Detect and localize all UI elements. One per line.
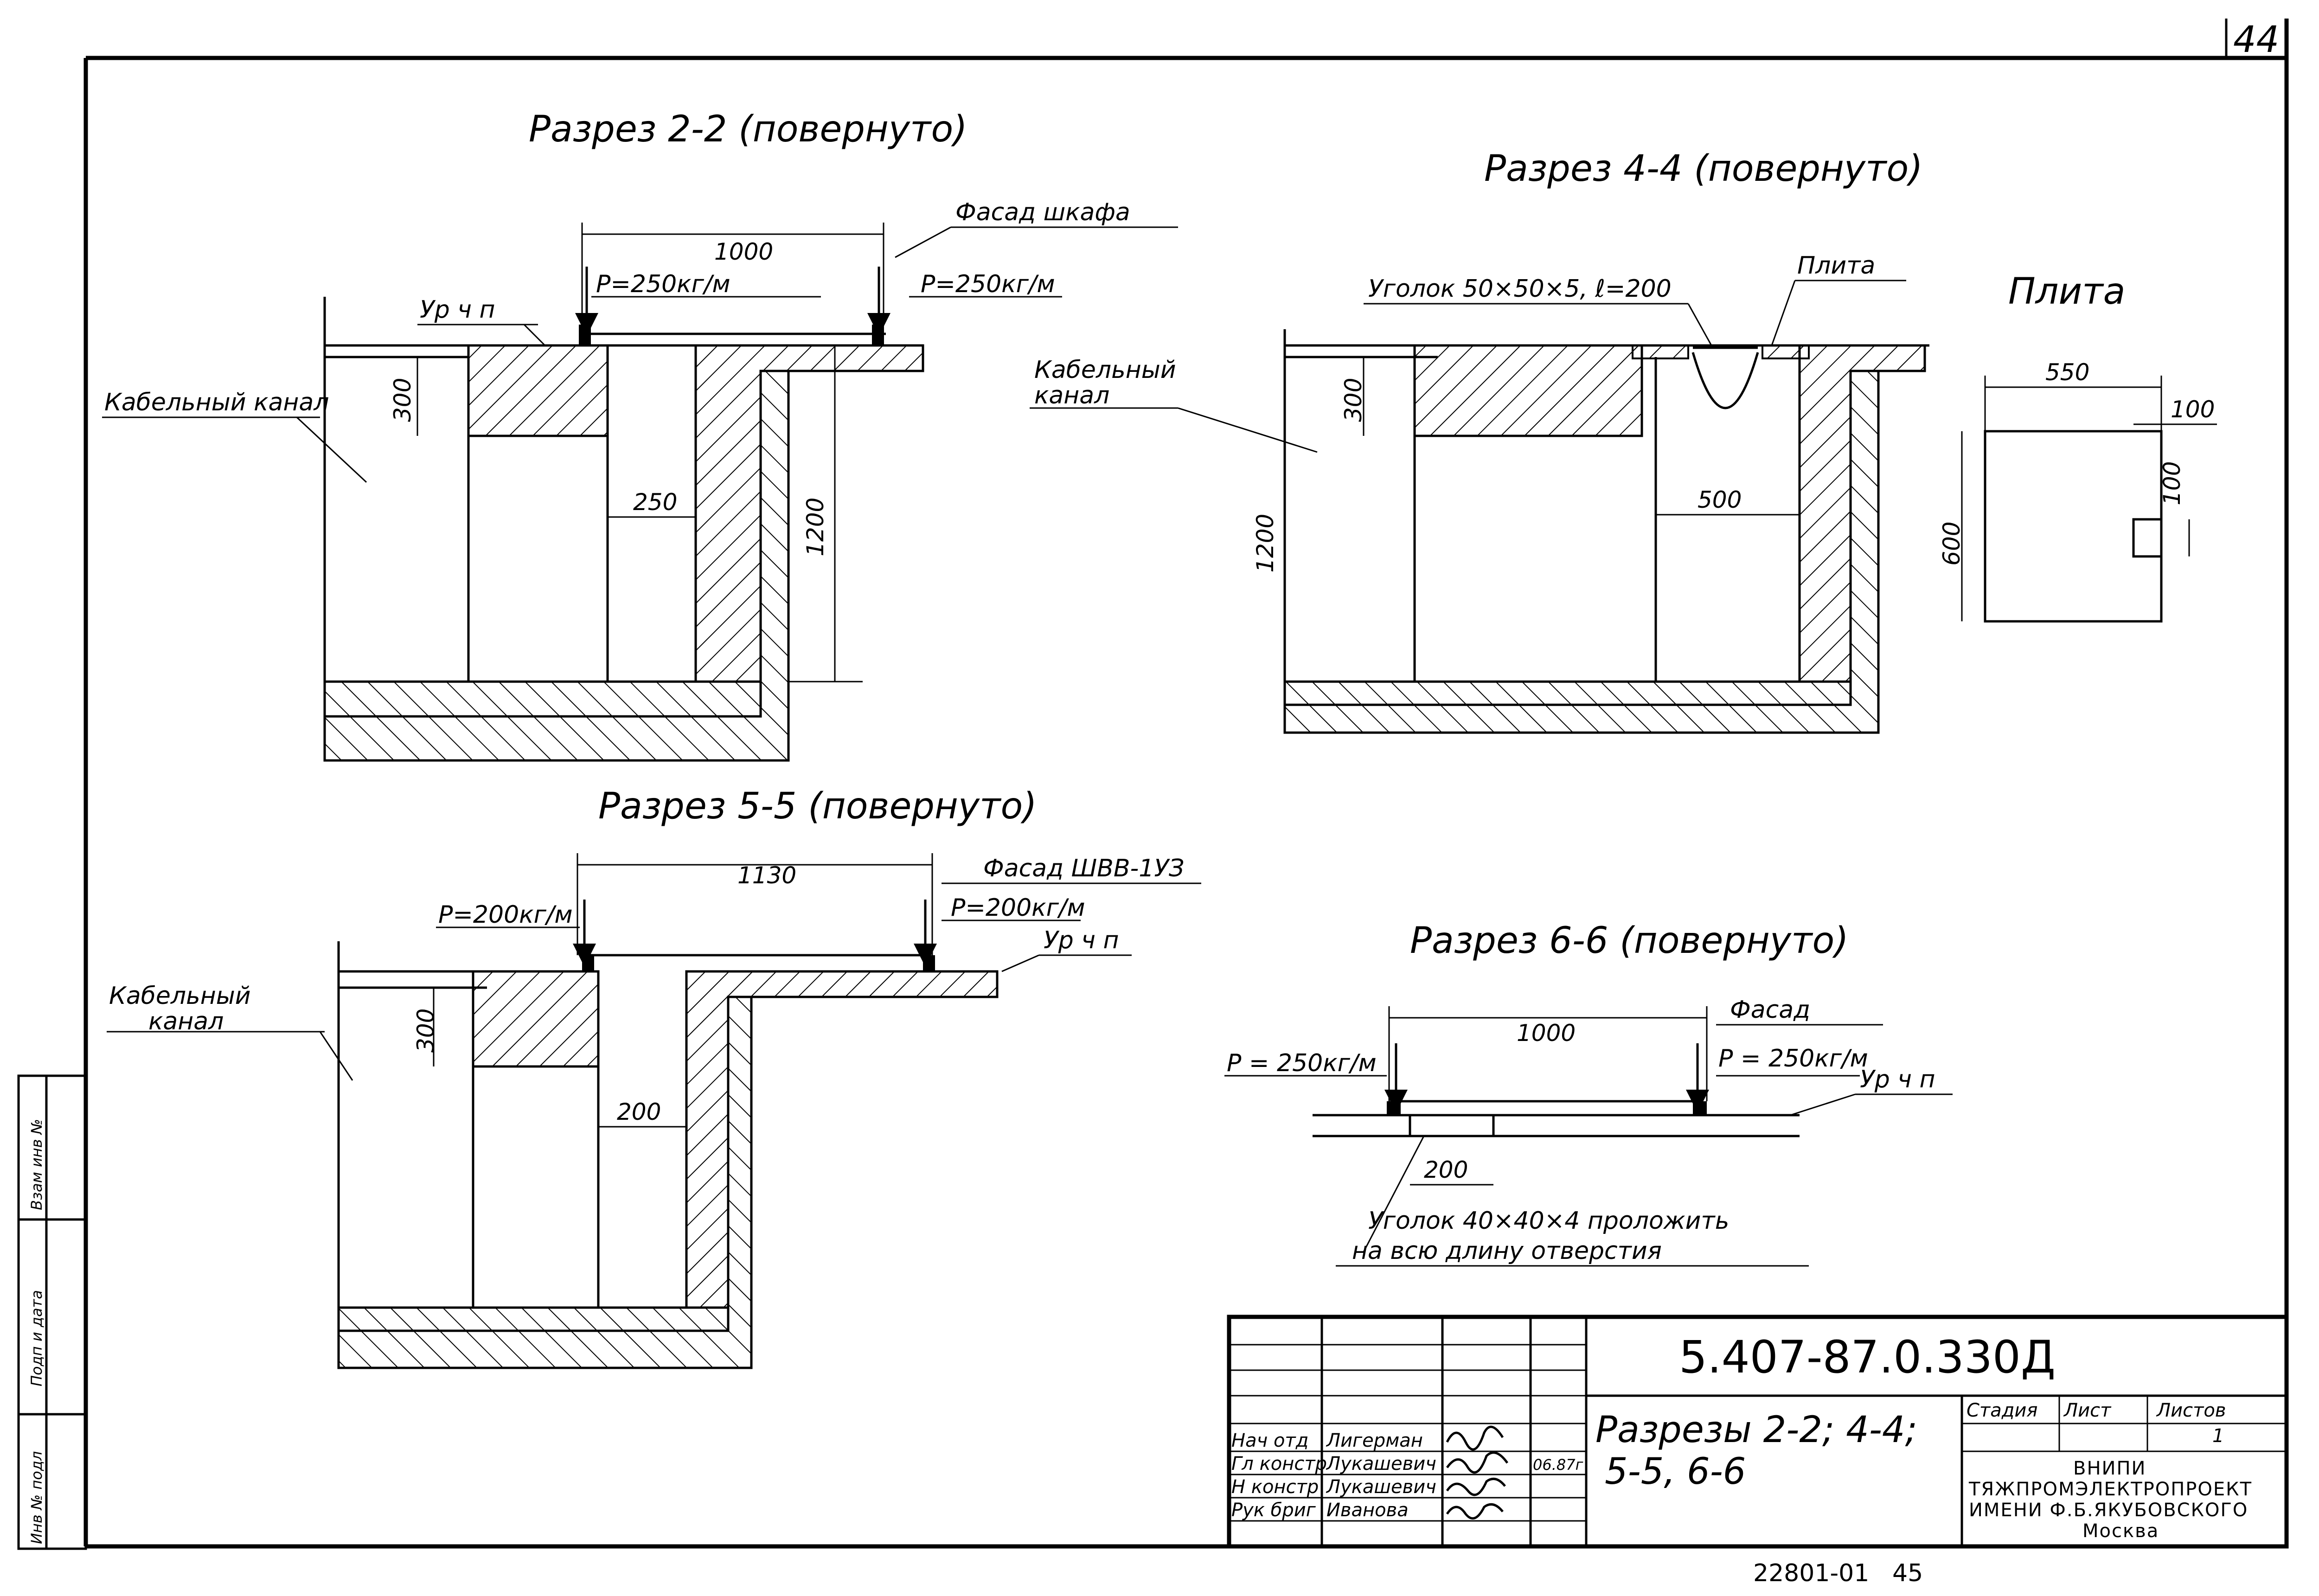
person-3-role: Н констр [1231, 1476, 1319, 1498]
sheet-number: 44 [2233, 19, 2279, 61]
drawing-code: 5.407-87.0.330Д [1679, 1331, 2056, 1383]
sheets-count: 1 [2212, 1425, 2224, 1447]
dim-250: 250 [633, 489, 677, 516]
facade-label: Фасад [1730, 996, 1810, 1024]
dim-300: 300 [412, 1009, 439, 1053]
dim-100-side: 100 [2159, 461, 2185, 505]
load-left-label: P=250кг/м [596, 270, 730, 298]
side-field-2: Подп и дата [28, 1290, 45, 1386]
dim-500: 500 [1698, 486, 1742, 513]
org-line1: ВНИПИ [2073, 1458, 2146, 1479]
side-stamp: Взам инв № Подп и дата Инв № подл [17, 1074, 87, 1550]
section-5-5: Разрез 5-5 (повернуто) 1130 P=200кг/м P=… [107, 785, 1201, 1369]
load-left-label: P=200кг/м [438, 901, 573, 929]
footer-inventory: 22801-01 [1753, 1559, 1869, 1587]
note-line2: на всю длину отверстия [1352, 1237, 1662, 1265]
load-left-label: P = 250кг/м [1227, 1049, 1377, 1077]
person-2-date: 06.87г [1533, 1456, 1583, 1474]
dim-200: 200 [1424, 1156, 1468, 1183]
facade-label: Фасад шкафа [955, 198, 1130, 226]
org-line2: ТЯЖПРОМЭЛЕКТРОПРОЕКТ [1968, 1479, 2252, 1500]
section-4-4: Разрез 4-4 (повернуто) Уголок 50×50×5, ℓ… [1030, 148, 1929, 734]
signature-3 [1446, 1477, 1506, 1496]
dim-100-top: 100 [2171, 396, 2215, 423]
person-4-role: Рук бриг [1231, 1500, 1316, 1521]
section-2-2: Разрез 2-2 (повернуто) 1000 P=250кг/м P=… [102, 109, 1178, 762]
section-2-2-title: Разрез 2-2 (повернуто) [529, 109, 967, 150]
description-line1: Разрезы 2-2; 4-4; [1595, 1409, 1917, 1451]
title-block: 5.407-87.0.330Д Разрезы 2-2; 4-4; 5-5, 6… [1227, 1315, 2289, 1549]
plate-label: Плита [1797, 252, 1875, 280]
angle-note: Уголок 50×50×5, ℓ=200 [1368, 275, 1672, 303]
channel-label-line1: Кабельный [109, 982, 251, 1010]
col-sheet: Лист [2063, 1400, 2112, 1421]
signature-2 [1446, 1451, 1509, 1474]
side-field-1: Взам инв № [28, 1119, 45, 1210]
plate-detail: Плита 550 100 100 600 [1938, 271, 2217, 623]
org-line3: ИМЕНИ Ф.Б.ЯКУБОВСКОГО [1969, 1500, 2248, 1521]
person-2-name: Лукашевич [1326, 1453, 1436, 1475]
channel-label-line1: Кабельный [1034, 356, 1176, 384]
note-line1: Уголок 40×40×4 проложить [1368, 1207, 1729, 1235]
footer-page: 45 [1892, 1559, 1923, 1587]
dim-1000: 1000 [1517, 1020, 1576, 1047]
dim-300: 300 [1340, 378, 1367, 422]
person-2-role: Гл констр [1231, 1453, 1327, 1475]
dim-1200: 1200 [1252, 514, 1279, 573]
section-5-5-title: Разрез 5-5 (повернуто) [598, 785, 1037, 827]
dim-1000: 1000 [714, 238, 773, 265]
section-4-4-title: Разрез 4-4 (повернуто) [1484, 148, 1923, 190]
person-3-name: Лукашевич [1326, 1476, 1436, 1498]
load-right-label: P = 250кг/м [1718, 1045, 1868, 1073]
person-1-role: Нач отд [1231, 1430, 1308, 1451]
load-right-label: P=200кг/м [951, 894, 1085, 922]
org-line4: Москва [2082, 1520, 2159, 1542]
dim-300: 300 [389, 378, 416, 422]
section-6-6-title: Разрез 6-6 (повернуто) [1410, 920, 1849, 962]
signature-4 [1446, 1503, 1504, 1519]
cable-channel-label: Кабельный канал [104, 389, 329, 416]
dim-550: 550 [2045, 359, 2089, 386]
load-right-label: P=250кг/м [921, 270, 1055, 298]
channel-label-line2: канал [148, 1008, 224, 1035]
dim-1200: 1200 [802, 498, 829, 556]
description-line2: 5-5, 6-6 [1605, 1451, 1746, 1493]
person-1-name: Лигерман [1326, 1430, 1423, 1451]
side-field-3: Инв № подл [28, 1451, 45, 1544]
floor-level-label: Ур ч п [1860, 1066, 1935, 1093]
floor-level-label: Ур ч п [1044, 926, 1119, 954]
dim-200: 200 [617, 1098, 661, 1125]
floor-level-label: Ур ч п [420, 296, 495, 324]
person-4-name: Иванова [1326, 1500, 1409, 1521]
col-sheets: Листов [2156, 1400, 2226, 1421]
signature-1 [1446, 1425, 1504, 1451]
col-stage: Стадия [1967, 1400, 2037, 1421]
section-6-6: Разрез 6-6 (повернуто) 1000 P = 250кг/м … [1224, 920, 1953, 1267]
dim-1130: 1130 [737, 862, 796, 889]
channel-label-line2: канал [1034, 382, 1109, 409]
plate-detail-title: Плита [2008, 271, 2125, 313]
dim-600: 600 [1938, 522, 1965, 566]
facade-label: Фасад ШВВ-1УЗ [983, 855, 1184, 882]
